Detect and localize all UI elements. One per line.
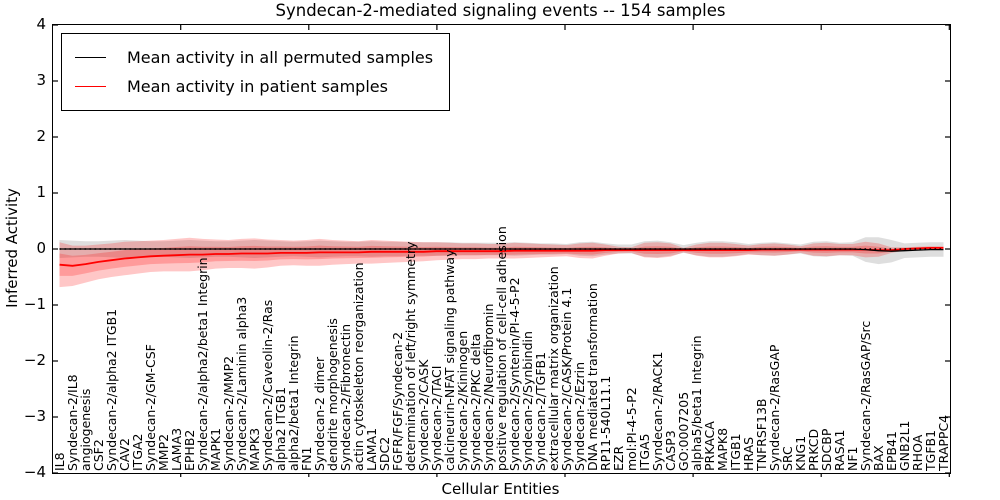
x-tick-label: actin cytoskeleton reorganization <box>350 262 366 471</box>
x-tick-label: Syndecan-2/Neurofibromin <box>480 303 496 471</box>
x-tick-label: positive regulation of cell-cell adhesio… <box>493 226 509 471</box>
x-tick-label: Syndecan-2/alpha2/beta1 Integrin <box>194 257 210 471</box>
y-tick-label: −4 <box>23 463 46 481</box>
x-tick-label: SDCBP <box>818 428 834 471</box>
x-tick-label: Syndecan-2/GM-CSF <box>142 344 158 471</box>
x-tick-label: alpha5/beta1 Integrin <box>688 335 704 471</box>
x-tick-label: FGFR/FGF/Syndecan-2 <box>389 331 405 471</box>
y-tick-label: 2 <box>36 127 46 145</box>
x-tick-label: RP11-540L11.1 <box>597 375 613 471</box>
x-tick-label: TRAPPC4 <box>935 414 951 471</box>
x-tick-label: DNA mediated transformation <box>584 283 600 471</box>
x-tick-label: Syndecan-2/Ezrin <box>571 361 587 471</box>
x-tick-label: alpha2 ITGB1 <box>272 386 288 471</box>
x-tick-label: Syndecan-2 dimer <box>311 356 327 471</box>
x-tick-label: TNFRSF13B <box>753 398 769 471</box>
x-tick-label: Syndecan-2/Synbindin <box>519 331 535 471</box>
x-tick-label: ITGA5 <box>636 433 652 471</box>
y-tick-label: 1 <box>36 183 46 201</box>
chart-canvas <box>53 24 950 477</box>
x-tick-label: dendrite morphogenesis <box>324 318 340 471</box>
x-tick-label: Syndecan-2/RACK1 <box>649 351 665 471</box>
x-tick-label: Syndecan-2/Kininogen <box>454 330 470 471</box>
x-axis-label: Cellular Entities <box>441 480 560 498</box>
x-tick-label: CSF2 <box>90 439 106 471</box>
legend: Mean activity in all permuted samples Me… <box>61 33 451 111</box>
x-tick-label: MAPK3 <box>246 427 262 471</box>
x-tick-label: GNB2L1 <box>896 420 912 471</box>
x-tick-label: calcineurin-NFAT signaling pathway <box>441 249 457 472</box>
x-tick-label: Syndecan-2/CASK <box>415 359 431 471</box>
x-tick-label: CASP3 <box>662 430 678 471</box>
x-tick-label: MAPK1 <box>207 427 223 471</box>
x-tick-label: PRKACA <box>701 421 717 471</box>
x-tick-label: Syndecan-2/Fibronectin <box>337 324 353 471</box>
x-tick-label: NF1 <box>844 446 860 472</box>
x-tick-label: extracellular matrix organization <box>545 266 561 471</box>
x-tick-label: Syndecan-2/RasGAP/Src <box>857 320 873 471</box>
legend-label: Mean activity in patient samples <box>127 77 388 96</box>
x-tick-label: mol:PI-4-5-P2 <box>623 387 639 471</box>
x-tick-label: FN1 <box>298 446 314 472</box>
y-tick-label: 4 <box>36 15 46 33</box>
x-tick-label: alpha2/beta1 Integrin <box>285 335 301 471</box>
y-tick-label: −1 <box>23 295 46 313</box>
x-tick-label: MMP2 <box>155 433 171 471</box>
x-tick-label: Syndecan-2/IL8 <box>64 374 80 471</box>
x-tick-label: Syndecan-2/alpha2 ITGB1 <box>103 308 119 471</box>
x-tick-label: Syndecan-2/Caveolin-2/Ras <box>259 299 275 471</box>
x-tick-label: Syndecan-2/RasGAP <box>766 344 782 471</box>
x-tick-label: KNG1 <box>792 435 808 471</box>
x-tick-label: Syndecan-2/TGFB1 <box>532 351 548 471</box>
x-tick-label: Syndecan-2/TACI <box>428 365 444 471</box>
x-tick-label: PRKCD <box>805 428 821 471</box>
legend-label: Mean activity in all permuted samples <box>127 48 434 67</box>
x-tick-label: determination of left/right symmetry <box>402 241 418 472</box>
x-tick-label: IL8 <box>51 452 67 471</box>
x-tick-label: EZR <box>610 445 626 471</box>
x-tick-label: LAMA1 <box>363 427 379 471</box>
x-tick-label: LAMA3 <box>168 427 184 471</box>
x-tick-label: Syndecan-2/Laminin alpha3 <box>233 296 249 471</box>
x-tick-label: Syndecan-2/CASK/Protein 4.1 <box>558 287 574 471</box>
x-tick-label: SDC2 <box>376 436 392 471</box>
y-tick-label: 0 <box>36 239 46 257</box>
x-tick-label: SRC <box>779 446 795 471</box>
permuted-mean-line <box>59 248 944 252</box>
legend-line-patient-icon <box>75 86 106 87</box>
x-tick-label: GO:0007205 <box>675 391 691 471</box>
x-tick-label: RHOA <box>909 434 925 471</box>
y-tick-label: −2 <box>23 351 46 369</box>
x-tick-label: BAX <box>870 445 886 471</box>
x-tick-label: Syndecan-2/PKC delta <box>467 333 483 471</box>
legend-line-permuted-icon <box>75 57 106 58</box>
x-tick-label: CAV2 <box>116 438 132 471</box>
legend-entry-permuted: Mean activity in all permuted samples <box>75 43 433 72</box>
x-tick-label: Syndecan-2/MMP2 <box>220 355 236 471</box>
x-tick-label: HRAS <box>740 436 756 471</box>
x-tick-label: RASA1 <box>831 429 847 471</box>
x-tick-label: MAPK8 <box>714 427 730 471</box>
x-tick-label: EPHB2 <box>181 429 197 471</box>
legend-entry-patient: Mean activity in patient samples <box>75 72 433 101</box>
x-tick-label: EPB41 <box>883 431 899 471</box>
y-tick-label: 3 <box>36 71 46 89</box>
x-tick-label: ITGB1 <box>727 433 743 471</box>
x-tick-label: angiogenesis <box>77 388 93 471</box>
x-tick-label: ITGA2 <box>129 433 145 471</box>
x-tick-label: TGFB1 <box>922 429 938 471</box>
y-tick-label: −3 <box>23 407 46 425</box>
x-tick-label: Syndecan-2/Syntenin/PI-4-5-P2 <box>506 277 522 471</box>
chart-title: Syndecan-2-mediated signaling events -- … <box>275 1 726 20</box>
